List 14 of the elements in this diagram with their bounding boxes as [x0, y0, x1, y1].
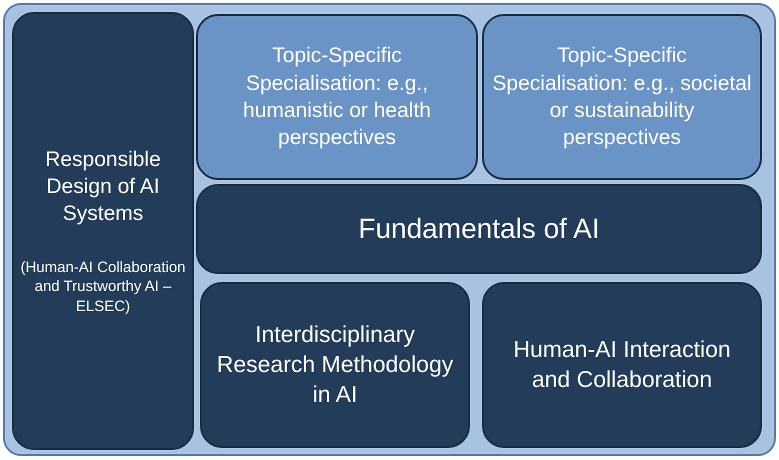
module-box [482, 14, 762, 180]
module-note: (Human-AI Collaboration and Trustworthy AI – ELSEC) [19, 258, 187, 316]
module-title: Topic-Specific Specialisation: e.g., humanistic or health perspectives [242, 43, 432, 152]
panel-background [3, 3, 776, 456]
module-title: Human-AI Interaction and Collaboration [512, 335, 732, 394]
module-box [196, 14, 478, 180]
module-box [482, 282, 762, 448]
module-title: Interdisciplinary Research Methodology in AI [216, 320, 454, 409]
module-title: Fundamentals of AI [358, 212, 600, 246]
module-box [200, 282, 470, 448]
module-title: Responsible Design of AI Systems [44, 146, 162, 228]
module-box [12, 12, 194, 450]
module-bar [196, 184, 762, 274]
module-title: Topic-Specific Specialisation: e.g., societal or sustainability perspectives [492, 43, 752, 152]
